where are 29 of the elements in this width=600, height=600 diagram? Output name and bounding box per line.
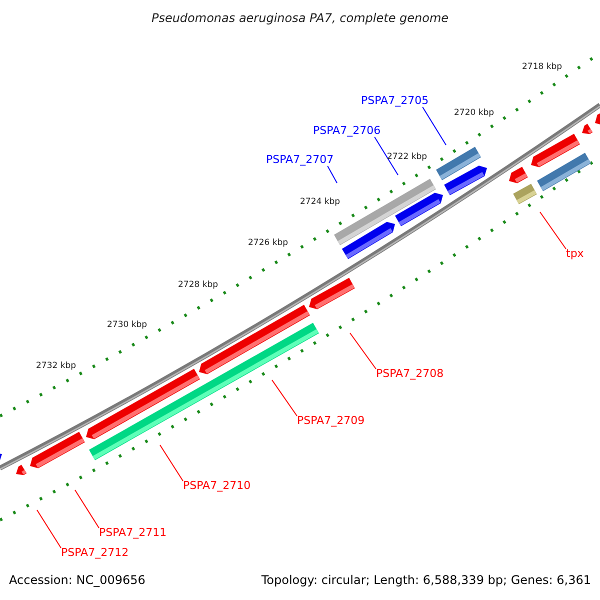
gene-label: PSPA7_2710 — [183, 480, 251, 492]
leader-line — [74, 490, 100, 528]
gene-label: PSPA7_2705 — [361, 95, 429, 107]
gene-label: PSPA7_2712 — [61, 547, 129, 559]
kbp-tick-label: 2732 kbp — [36, 361, 76, 371]
kbp-tick-label: 2724 kbp — [300, 197, 340, 207]
title: Pseudomonas aeruginosa PA7, complete genome — [150, 10, 450, 27]
kbp-tick-label: 2718 kbp — [522, 62, 562, 72]
genome-info: Accession: NC_009656 — [9, 573, 146, 587]
gene-label: PSPA7_2711 — [99, 527, 167, 539]
kbp-tick-label: 2720 kbp — [454, 108, 494, 118]
gene-label: PSPA7_2706 — [313, 125, 381, 137]
kbp-tick-label: 2726 kbp — [248, 238, 288, 248]
gene-label: PSPA7_2707 — [266, 154, 334, 166]
leader-line — [327, 166, 338, 184]
leader-line — [272, 380, 298, 416]
kbp-tick-label: 2730 kbp — [107, 320, 148, 330]
leader-line — [160, 444, 184, 482]
gene-label: tpx — [566, 248, 584, 260]
leader-line — [540, 212, 566, 250]
leader-line — [422, 106, 446, 146]
gene-label: PSPA7_2708 — [376, 368, 444, 380]
leader-line — [350, 332, 376, 370]
kbp-tick-label: 2728 kbp — [178, 280, 218, 290]
gene-label: PSPA7_2709 — [297, 415, 365, 427]
kbp-tick-label: 2722 kbp — [387, 152, 428, 162]
leader-line — [36, 510, 62, 548]
leader-line — [374, 136, 398, 176]
genome-info: Topology: circular; Length: 6,588,339 bp; Genes: 6,361 — [261, 573, 591, 587]
